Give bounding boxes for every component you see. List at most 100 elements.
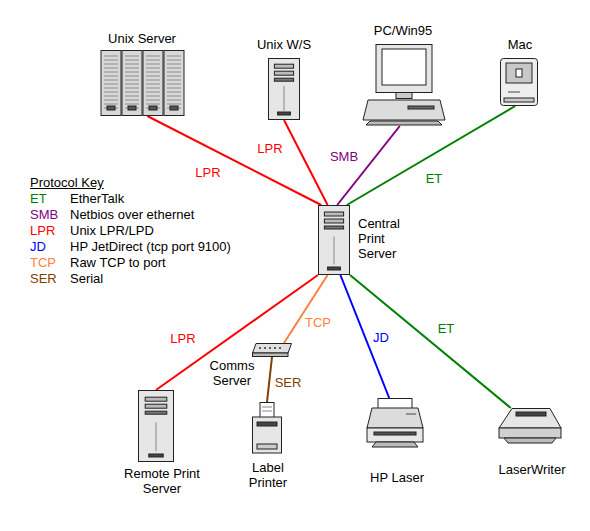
label-anchor: Remote Print Server (116, 466, 208, 496)
device-label: PC/Win95 (368, 23, 438, 38)
icon-part (104, 96, 118, 97)
edge-label-anchor: LPR (193, 165, 222, 180)
icon-part (125, 60, 139, 61)
icon-part (146, 84, 160, 85)
label-anchor: Central Print Server (358, 216, 412, 261)
icon-part (104, 68, 118, 69)
protocol-abbreviation: SMB (30, 207, 70, 222)
legend-row: ETEtherTalk (30, 191, 231, 207)
icon-part (274, 71, 293, 75)
icon-part (146, 60, 160, 61)
icon-part (104, 60, 118, 61)
icon-part (501, 59, 538, 106)
icon-part (167, 64, 181, 65)
device-label: LaserWriter (487, 462, 577, 477)
icon-part (125, 88, 139, 89)
icon-part (279, 347, 281, 349)
legend-row: TCPRaw TCP to port (30, 255, 231, 271)
icon-part (146, 104, 160, 105)
legend-row: SERSerial (30, 271, 231, 287)
icon-part (334, 237, 335, 265)
icon-part (125, 72, 139, 73)
icon-part (170, 106, 178, 110)
protocol-label: ET (436, 321, 457, 336)
pc-icon (362, 44, 446, 126)
icon-part (146, 72, 160, 73)
icon-part (367, 408, 423, 428)
icon-part (125, 56, 139, 57)
icon-part (146, 88, 160, 89)
icon-part (146, 80, 160, 81)
tower-icon (318, 205, 350, 275)
protocol-abbreviation: ET (30, 191, 70, 206)
icon-part (164, 51, 184, 116)
icon-part (145, 397, 167, 401)
protocol-link (347, 106, 515, 205)
icon-part (374, 432, 416, 435)
device-node: Mac (500, 58, 538, 106)
icon-part (269, 59, 300, 120)
edge-label-anchor: LPR (168, 331, 197, 346)
icon-part (149, 106, 157, 110)
icon-part (253, 344, 292, 354)
icon-part (104, 72, 118, 73)
icon-part (382, 49, 426, 85)
protocol-abbreviation: JD (30, 239, 70, 254)
protocol-link (267, 357, 272, 402)
icon-part (104, 104, 118, 105)
legend-text: EtherTalk (70, 191, 124, 206)
icon-part (146, 92, 160, 93)
legend-row: LPRUnix LPR/LPD (30, 223, 231, 239)
icon-part (499, 428, 561, 438)
lw-icon (498, 408, 562, 444)
protocol-abbreviation: TCP (30, 255, 70, 270)
legend-text: Serial (70, 271, 103, 286)
icon-part (167, 56, 181, 57)
device-label: HP Laser (362, 470, 432, 485)
icon-part (125, 84, 139, 85)
icon-part (125, 92, 139, 93)
icon-part (167, 88, 181, 89)
icon-part (107, 106, 115, 110)
icon-part (104, 56, 118, 57)
protocol-link (147, 116, 321, 205)
icon-part (324, 212, 343, 216)
device-node: Comms Server (252, 343, 292, 357)
icon-part (253, 417, 282, 453)
icon-part (319, 206, 350, 275)
icon-part (125, 64, 139, 65)
device-node: HP Laser (366, 398, 424, 448)
edge-label-anchor: ET (424, 171, 445, 186)
icon-part (274, 64, 293, 68)
icon-part (274, 78, 293, 81)
edge-label-anchor: SER (273, 375, 304, 390)
icon-part (278, 112, 291, 115)
icon-part (125, 76, 139, 77)
icon-part (167, 100, 181, 101)
icon-part (139, 391, 174, 462)
icon-part (167, 80, 181, 81)
icon-part (156, 422, 157, 451)
laser-icon (366, 398, 424, 448)
device-label: Unix Server (97, 31, 187, 46)
icon-part (145, 411, 167, 414)
icon-part (167, 72, 181, 73)
icon-part (504, 98, 534, 102)
icon-part (167, 96, 181, 97)
icon-part (104, 92, 118, 93)
icon-part (101, 51, 121, 116)
protocol-abbreviation: LPR (30, 223, 70, 238)
protocol-link (350, 275, 511, 408)
rack-icon (100, 50, 186, 116)
icon-part (259, 347, 261, 349)
icon-part (367, 428, 423, 442)
icon-part (260, 403, 274, 419)
icon-part (167, 60, 181, 61)
icon-part (167, 92, 181, 93)
icon-part (324, 219, 343, 223)
device-label: Unix W/S (249, 37, 319, 52)
icon-part (408, 106, 434, 109)
icon-part (125, 100, 139, 101)
icon-part (104, 80, 118, 81)
